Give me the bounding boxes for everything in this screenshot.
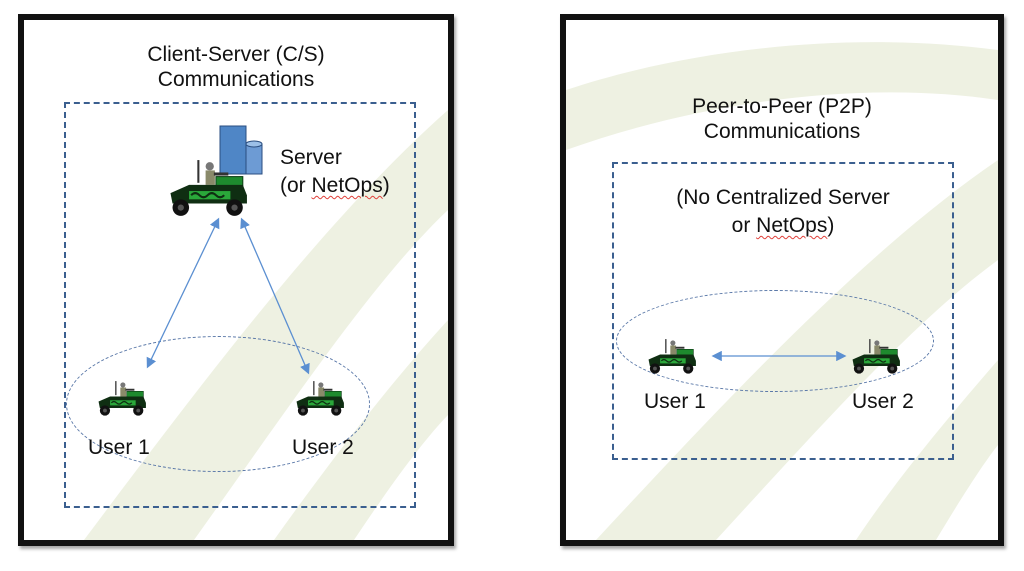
p2p-user1-label: User 1 [644, 390, 706, 413]
peer-to-peer-panel: Peer-to-Peer (P2P) Communications (No Ce… [560, 14, 1004, 546]
server-icon [169, 125, 263, 217]
user2-vehicle-icon [294, 368, 358, 430]
p2p-title: Peer-to-Peer (P2P) Communications [692, 95, 872, 143]
p2p-network-boundary [612, 162, 954, 460]
no-server-note: (No Centralized Server or NetOps) [676, 186, 890, 237]
server-label: Server (or NetOps) [280, 146, 390, 197]
user1-vehicle-icon [96, 368, 160, 430]
cs-user1-label: User 1 [88, 436, 150, 459]
cs-user2-label: User 2 [292, 436, 354, 459]
p2p-link-arrow [711, 350, 847, 362]
cs-title: Client-Server (C/S) Communications [147, 43, 325, 91]
client-server-panel: Client-Server (C/S) Communications Serve… [18, 14, 454, 546]
peers-group-ellipse [616, 290, 934, 392]
cs-network-boundary [64, 102, 416, 508]
link-server-user1 [146, 217, 220, 369]
p2p-user2-label: User 2 [852, 390, 914, 413]
cs-link-arrows [146, 217, 310, 375]
link-server-user2 [240, 217, 310, 375]
